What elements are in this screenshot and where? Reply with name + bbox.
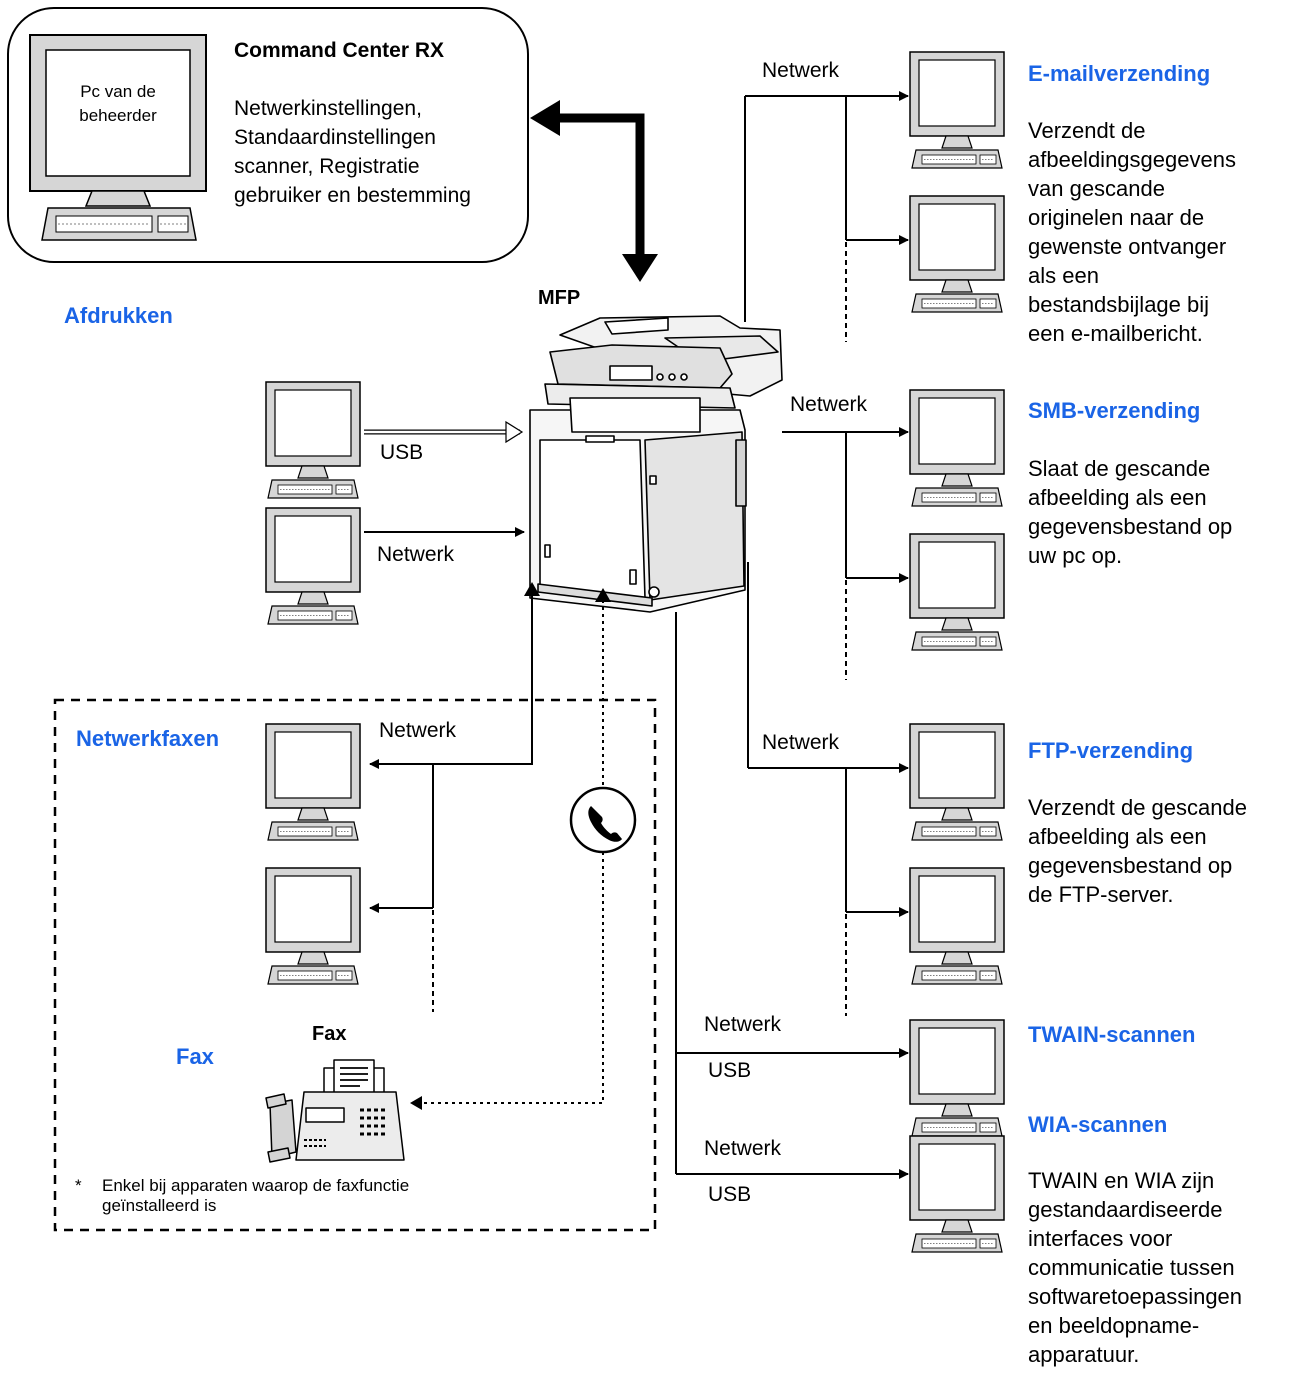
twain-network-label: Netwerk [704, 1013, 782, 1036]
phone-icon [569, 786, 637, 854]
ftp-description: Verzendt de gescande afbeelding als een … [1028, 795, 1247, 907]
computer-icon [909, 1135, 1005, 1253]
smb-network-label: Netwerk [790, 393, 868, 416]
print-heading: Afdrukken [64, 303, 173, 328]
computer-icon [909, 51, 1005, 169]
admin-pc-label: Pc van de beheerder [79, 82, 157, 125]
footnote-mark: * [75, 1176, 82, 1195]
smb-heading: SMB-verzending [1028, 398, 1201, 423]
mfp-printer-icon [529, 315, 783, 613]
fax-heading: Fax [176, 1044, 214, 1069]
fax-footnote: Enkel bij apparaten waarop de faxfunctie… [102, 1176, 410, 1215]
smb-description: Slaat de gescande afbeelding als een geg… [1028, 456, 1233, 568]
ftp-heading: FTP-verzending [1028, 738, 1194, 763]
ftp-network-label: Netwerk [762, 731, 840, 754]
admin-title: Command Center RX [234, 39, 445, 62]
wia-heading: WIA-scannen [1028, 1112, 1168, 1137]
computer-icon [265, 867, 361, 985]
mfp-label: MFP [538, 287, 581, 309]
email-heading: E-mailverzending [1028, 61, 1211, 86]
print-usb-label: USB [380, 441, 424, 464]
print-network-label: Netwerk [377, 543, 455, 566]
email-description: Verzendt de afbeeldingsgegevens van gesc… [1028, 118, 1236, 346]
computer-icon [909, 723, 1005, 841]
netfax-network-label: Netwerk [379, 719, 457, 742]
computer-icon [909, 1019, 1005, 1137]
twain-usb-label: USB [708, 1059, 752, 1082]
computer-icon [265, 507, 361, 625]
computer-icon [265, 381, 361, 499]
netfax-heading: Netwerkfaxen [76, 726, 220, 751]
computer-icon [265, 723, 361, 841]
computer-icon [909, 533, 1005, 651]
computer-icon [909, 195, 1005, 313]
twain-heading: TWAIN-scannen [1028, 1022, 1196, 1047]
computer-icon [909, 389, 1005, 507]
computer-icon [909, 867, 1005, 985]
admin-pc-icon [29, 34, 207, 241]
wia-network-label: Netwerk [704, 1137, 782, 1160]
wia-usb-label: USB [708, 1183, 752, 1206]
email-network-label: Netwerk [762, 59, 840, 82]
fax-machine-icon [265, 1059, 405, 1163]
wia-description: TWAIN en WIA zijn gestandaardiseerde int… [1028, 1168, 1243, 1367]
fax-device-label: Fax [312, 1023, 347, 1045]
admin-description: Netwerkinstellingen, Standaardinstelling… [234, 97, 471, 207]
